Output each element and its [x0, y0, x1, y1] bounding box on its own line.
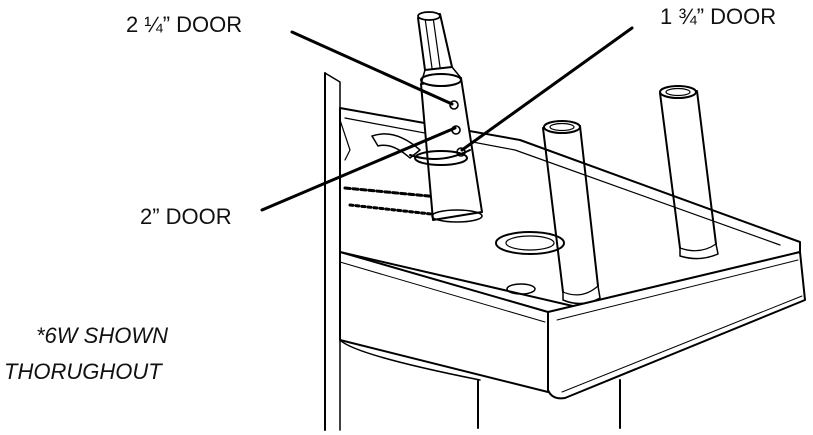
- screw-head: [506, 283, 536, 295]
- door-selector-pin: [409, 11, 483, 223]
- callout-2-quarter-door: 2 ¼” DOOR: [126, 12, 243, 37]
- note-line-1: *6W SHOWN: [36, 323, 168, 348]
- callout-2-door: 2” DOOR: [140, 204, 232, 229]
- note-line-2: THORUGHOUT: [4, 359, 162, 384]
- pin-ring: [414, 150, 468, 166]
- guide-post-middle: [542, 120, 601, 305]
- leader-1-three-quarter: [460, 26, 634, 152]
- leader-2: [260, 126, 457, 212]
- base-right-face: [547, 251, 806, 400]
- center-hole: [495, 231, 565, 255]
- leader-2-quarter: [290, 30, 454, 106]
- callout-1-three-quarter-door: 1 ¾” DOOR: [660, 4, 777, 29]
- guide-post-right: [659, 85, 719, 260]
- slot-left: [371, 133, 421, 159]
- hole-2-quarter: [449, 100, 459, 110]
- lower-block: [477, 379, 621, 429]
